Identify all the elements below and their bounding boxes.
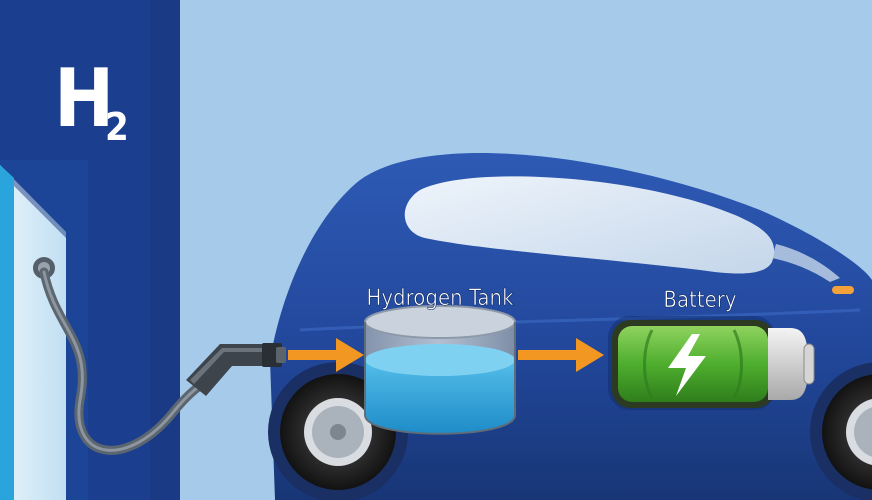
station-panel <box>0 165 66 500</box>
flow-arrow-1 <box>288 338 364 372</box>
car-window <box>404 176 775 274</box>
h2-sign: H 2 <box>54 52 129 149</box>
h2-subscript: 2 <box>105 105 129 149</box>
flow-arrow-2 <box>518 338 604 372</box>
battery-label: Battery <box>663 288 737 313</box>
hydrogen-tank-icon <box>364 305 516 435</box>
fuel-cell-car <box>268 153 872 500</box>
fuel-nozzle-icon <box>186 343 286 396</box>
headlight <box>832 286 854 294</box>
h2-letter: H <box>54 52 114 145</box>
hydrogen-station <box>0 0 180 500</box>
lightning-bolt-icon <box>668 334 706 396</box>
battery-icon <box>608 316 815 410</box>
front-wheel <box>810 362 872 500</box>
hydrogen-tank-label: Hydrogen Tank <box>366 286 514 311</box>
